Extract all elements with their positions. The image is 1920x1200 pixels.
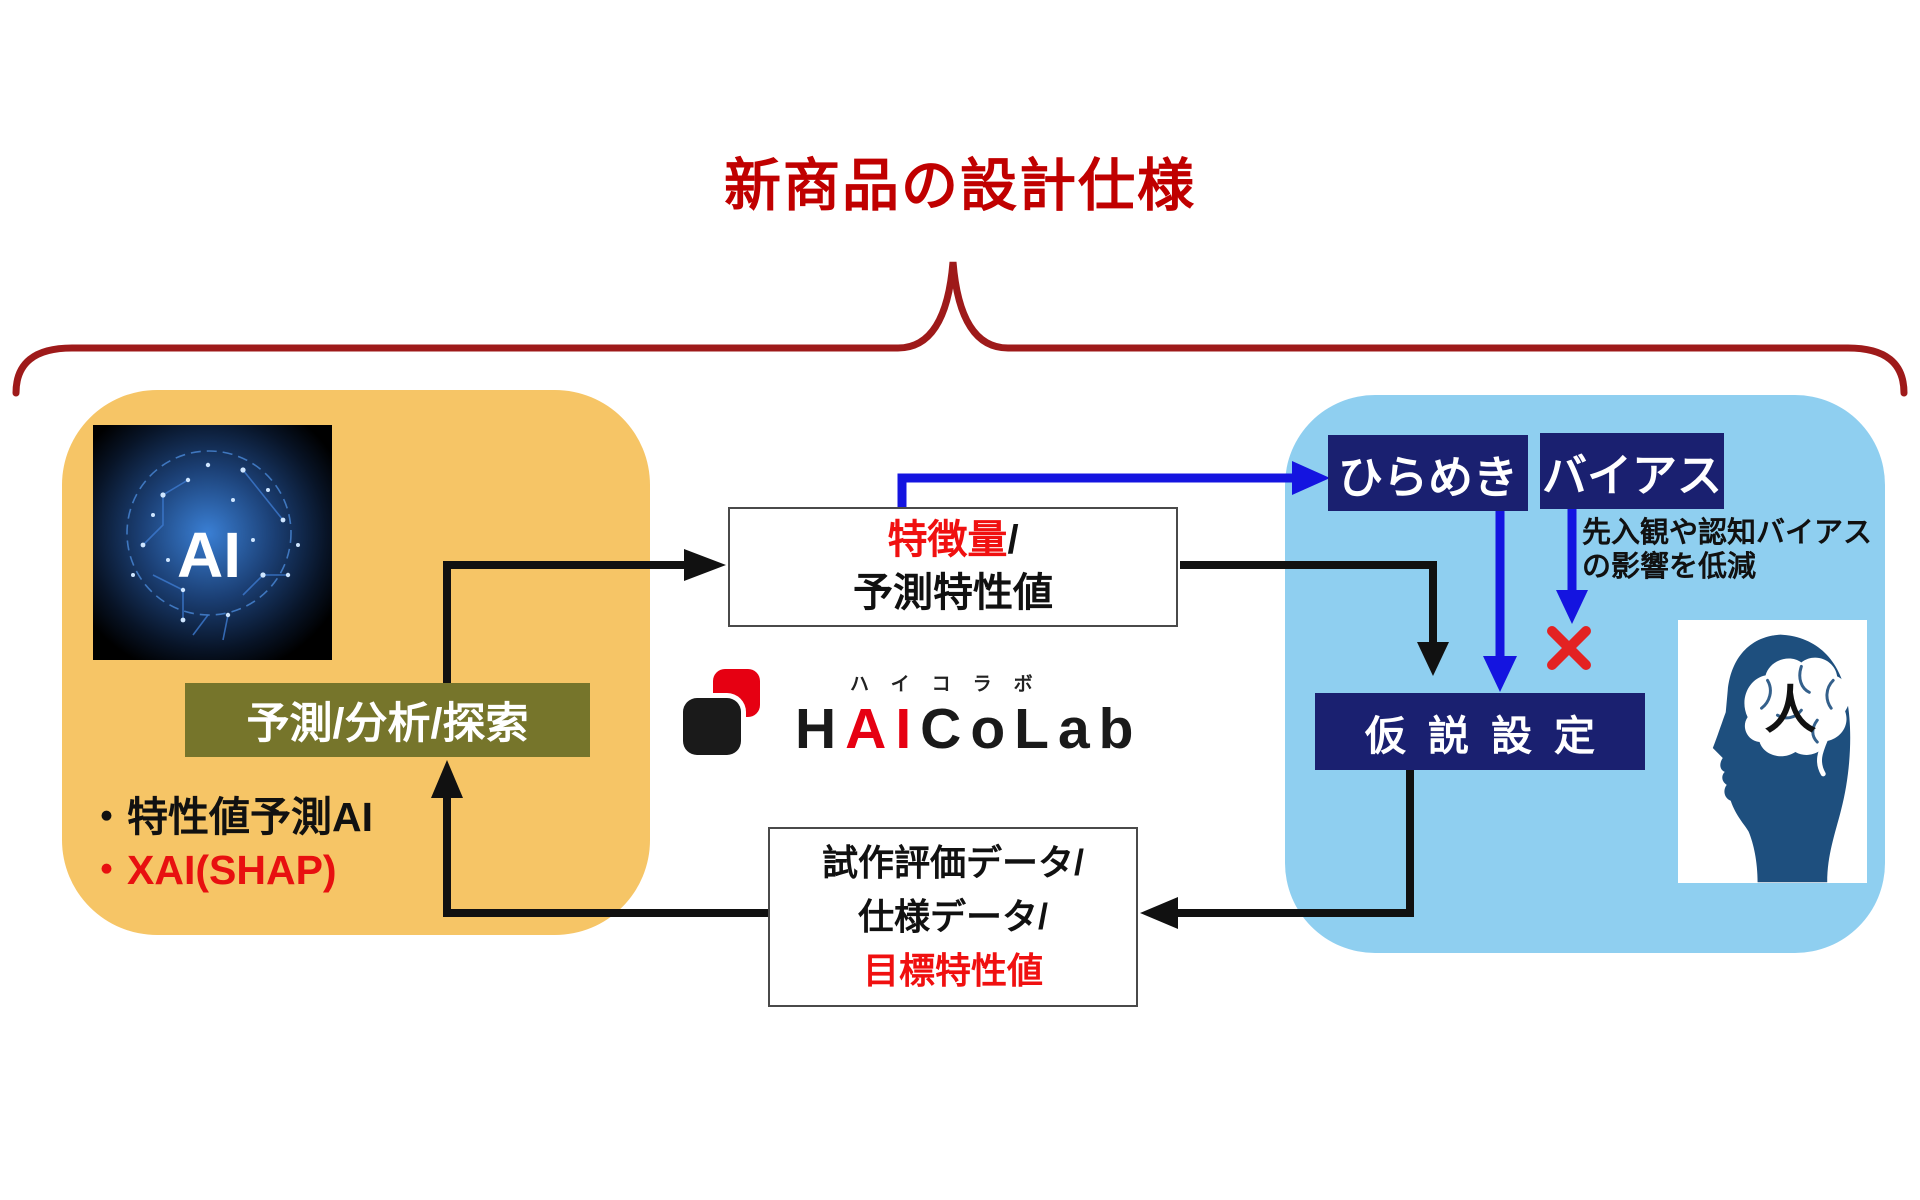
process-box: 予測/分析/探索 (185, 683, 590, 757)
bias-note: 先入観や認知バイアス の影響を低減 (1582, 516, 1872, 584)
data-box-line3: 目標特性値 (862, 950, 1043, 991)
bias-note-line2: の影響を低減 (1582, 551, 1757, 584)
data-box-line2: 仕様データ/ (857, 896, 1048, 937)
top-brace-icon (12, 261, 1908, 397)
bullet-xai-shap: ・XAI(SHAP) (86, 847, 337, 893)
bullet-prediction-ai: ・特性値予測AI (86, 794, 373, 840)
brain-shape (1744, 657, 1850, 757)
hypothesis-label: 仮説設定 (1365, 712, 1617, 759)
x-blocked-icon (1547, 626, 1591, 670)
arrow-data-to-ai (431, 760, 770, 917)
feature-box-line1-red: 特徴量 (887, 518, 1008, 563)
bias-note-line1: 先入観や認知バイアス (1582, 517, 1873, 549)
hypothesis-box: 仮説設定 (1315, 693, 1645, 770)
data-box-line1: 試作評価データ/ (821, 842, 1084, 883)
feature-box-line1-slash: / (1007, 518, 1019, 563)
bias-label: バイアス (1541, 449, 1722, 501)
human-head-icon: 人 (1712, 634, 1851, 883)
logo-mark-black-square (683, 698, 741, 755)
arrow-inspiration-to-hypothesis (1483, 510, 1517, 692)
ai-image-label: AI (177, 519, 241, 591)
feature-box-line2: 予測特性値 (853, 571, 1053, 615)
logo-part-colab: CoLab (920, 697, 1143, 761)
arrow-bias-to-block (1556, 508, 1588, 624)
data-box: 試作評価データ/ 仕様データ/ 目標特性値 (768, 827, 1138, 1007)
human-head-image: 人 (1678, 620, 1867, 883)
arrow-feature-to-hypothesis (1180, 561, 1449, 676)
logo-wordmark: HAICoLab (795, 696, 1143, 762)
feature-box-line1: 特徴量/ (887, 514, 1018, 567)
brain-folds (1760, 664, 1835, 744)
page-title: 新商品の設計仕様 (724, 154, 1196, 218)
ai-brain-image: AI (93, 425, 332, 660)
logo-part-ai: AI (845, 697, 921, 761)
bias-box: バイアス (1540, 433, 1724, 509)
feature-box: 特徴量/ 予測特性値 (728, 507, 1178, 627)
logo-part-h: H (795, 697, 846, 761)
circuit-brain-icon: AI (93, 425, 332, 660)
inspiration-box: ひらめき (1328, 435, 1528, 511)
inspiration-label: ひらめき (1337, 451, 1518, 503)
brain-stem (1817, 737, 1828, 777)
logo-katakana-ruby: ハイコラボ (850, 674, 1055, 695)
arrow-hypothesis-to-data (1140, 768, 1414, 929)
process-box-label: 予測/分析/探索 (246, 700, 529, 748)
arrow-feature-to-inspiration (897, 461, 1330, 509)
head-label: 人 (1765, 681, 1817, 739)
arrow-ai-to-feature (443, 549, 726, 684)
